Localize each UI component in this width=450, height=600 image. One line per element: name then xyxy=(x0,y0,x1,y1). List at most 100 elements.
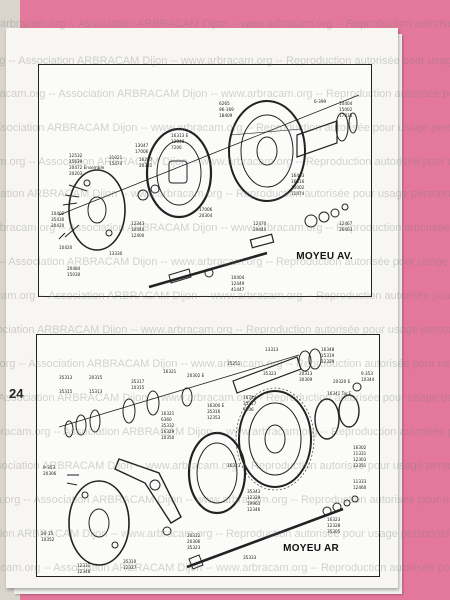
svg-text:12328: 12328 xyxy=(327,523,341,528)
svg-text:16329: 16329 xyxy=(161,429,175,434)
svg-text:12329: 12329 xyxy=(321,359,335,364)
svg-text:12400: 12400 xyxy=(131,233,145,238)
svg-text:12343: 12343 xyxy=(131,221,145,226)
svg-text:6265: 6265 xyxy=(219,101,230,106)
svg-text:31021: 31021 xyxy=(109,155,123,160)
svg-text:12329: 12329 xyxy=(247,495,261,500)
svg-text:16321: 16321 xyxy=(163,369,177,374)
svg-text:35430: 35430 xyxy=(51,217,65,222)
svg-text:96-169: 96-169 xyxy=(219,107,234,112)
svg-text:35315: 35315 xyxy=(59,389,73,394)
svg-text:10404: 10404 xyxy=(339,101,353,106)
svg-text:17035: 17035 xyxy=(339,113,353,118)
svg-text:20304: 20304 xyxy=(199,213,213,218)
svg-text:20484: 20484 xyxy=(67,266,81,271)
figure-rear-hub: 13313 35251 16348 15319 12329 35323 2031… xyxy=(36,334,380,577)
svg-text:15474: 15474 xyxy=(109,161,123,166)
svg-text:16348: 16348 xyxy=(321,347,335,352)
svg-text:20320 E: 20320 E xyxy=(333,379,351,384)
figure-front-hub: 6265 96-169 18409 6-399 10404 15002 1703… xyxy=(38,64,372,297)
svg-text:11331: 11331 xyxy=(353,451,367,456)
svg-text:30309: 30309 xyxy=(299,377,313,382)
svg-text:20306: 20306 xyxy=(187,539,201,544)
svg-text:10315: 10315 xyxy=(131,385,145,390)
svg-text:16403: 16403 xyxy=(291,173,305,178)
svg-text:16323: 16323 xyxy=(327,517,341,522)
svg-text:15313: 15313 xyxy=(89,389,103,394)
svg-text:15319: 15319 xyxy=(321,353,335,358)
svg-text:35323: 35323 xyxy=(187,545,201,550)
svg-text:10420: 10420 xyxy=(59,245,73,250)
svg-text:7206: 7206 xyxy=(171,145,182,150)
svg-text:13313: 13313 xyxy=(265,347,279,352)
svg-text:13330: 13330 xyxy=(109,251,123,256)
svg-text:16300 E: 16300 E xyxy=(207,403,225,408)
svg-text:35333: 35333 xyxy=(243,555,257,560)
svg-text:12467: 12467 xyxy=(339,221,353,226)
svg-text:20351: 20351 xyxy=(139,163,153,168)
svg-text:12532: 12532 xyxy=(69,153,83,158)
svg-text:16341 Tar.E: 16341 Tar.E xyxy=(327,391,352,396)
svg-text:12303: 12303 xyxy=(353,457,367,462)
svg-text:16744: 16744 xyxy=(243,395,257,400)
svg-text:19963: 19963 xyxy=(247,501,261,506)
svg-text:6360: 6360 xyxy=(161,417,172,422)
svg-text:35317: 35317 xyxy=(131,379,145,384)
svg-text:15002: 15002 xyxy=(291,185,305,190)
svg-text:11474: 11474 xyxy=(291,191,305,196)
svg-text:20203: 20203 xyxy=(69,171,83,176)
svg-text:20302 E: 20302 E xyxy=(187,373,205,378)
svg-text:35305: 35305 xyxy=(327,529,341,534)
svg-text:29444: 29444 xyxy=(253,227,267,232)
svg-text:7206: 7206 xyxy=(243,407,254,412)
svg-text:20313: 20313 xyxy=(299,371,313,376)
manual-page: 6265 96-169 18409 6-399 10404 15002 1703… xyxy=(6,28,398,588)
svg-text:12460: 12460 xyxy=(353,485,367,490)
svg-text:17006: 17006 xyxy=(135,149,149,154)
svg-text:16321: 16321 xyxy=(161,411,175,416)
svg-text:20315: 20315 xyxy=(89,375,103,380)
svg-text:10402: 10402 xyxy=(51,211,65,216)
caption-front-hub: MOYEU AV. xyxy=(296,251,353,262)
svg-text:35316: 35316 xyxy=(207,409,221,414)
svg-text:16302: 16302 xyxy=(353,445,367,450)
svg-text:35332: 35332 xyxy=(161,423,175,428)
svg-text:35323: 35323 xyxy=(263,371,277,376)
svg-text:16267: 16267 xyxy=(139,157,153,162)
svg-text:16313 E: 16313 E xyxy=(171,133,189,138)
svg-text:15030: 15030 xyxy=(67,272,81,277)
svg-text:11333: 11333 xyxy=(353,479,367,484)
front-hub-diagram: 6265 96-169 18409 6-399 10404 15002 1703… xyxy=(51,94,360,292)
svg-text:12449: 12449 xyxy=(231,281,245,286)
svg-text:35313: 35313 xyxy=(59,375,73,380)
svg-text:12470: 12470 xyxy=(253,221,267,226)
svg-text:35343: 35343 xyxy=(247,489,261,494)
svg-text:16316: 16316 xyxy=(291,179,305,184)
caption-rear-hub: MOYEU AR xyxy=(283,543,339,554)
svg-text:17006: 17006 xyxy=(199,207,213,212)
svg-text:10344: 10344 xyxy=(361,377,375,382)
svg-text:41447: 41447 xyxy=(231,287,245,292)
page-number: 24 xyxy=(9,386,24,401)
svg-text:15639: 15639 xyxy=(69,159,83,164)
svg-text:20306: 20306 xyxy=(43,471,57,476)
svg-text:35251: 35251 xyxy=(227,361,241,366)
svg-text:9-353: 9-353 xyxy=(43,465,56,470)
svg-text:6-399: 6-399 xyxy=(314,99,327,104)
svg-text:10350: 10350 xyxy=(161,435,175,440)
svg-text:20-15: 20-15 xyxy=(41,531,54,536)
svg-text:26403: 26403 xyxy=(339,227,353,232)
svg-text:16323: 16323 xyxy=(227,463,241,468)
svg-text:12351: 12351 xyxy=(353,463,367,468)
svg-text:12327: 12327 xyxy=(123,565,137,570)
svg-text:20472 Ensemble: 20472 Ensemble xyxy=(69,165,105,170)
svg-text:10352: 10352 xyxy=(41,537,55,542)
rear-hub-diagram: 13313 35251 16348 15319 12329 35323 2031… xyxy=(41,347,375,574)
svg-text:9.353: 9.353 xyxy=(361,371,373,376)
svg-text:10440: 10440 xyxy=(131,227,145,232)
svg-text:10404: 10404 xyxy=(231,275,245,280)
svg-text:15002: 15002 xyxy=(339,107,353,112)
svg-text:13047: 13047 xyxy=(135,143,149,148)
svg-text:12848: 12848 xyxy=(171,139,185,144)
svg-text:35310: 35310 xyxy=(123,559,137,564)
